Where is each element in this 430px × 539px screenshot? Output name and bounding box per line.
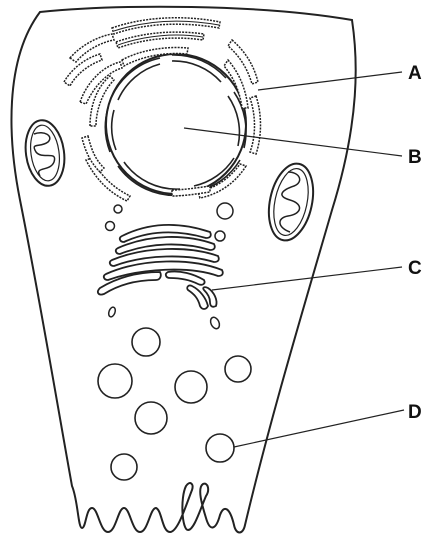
label-d: D (408, 402, 422, 423)
label-b: B (408, 147, 422, 168)
label-c: C (408, 258, 422, 279)
label-a: A (408, 63, 422, 84)
